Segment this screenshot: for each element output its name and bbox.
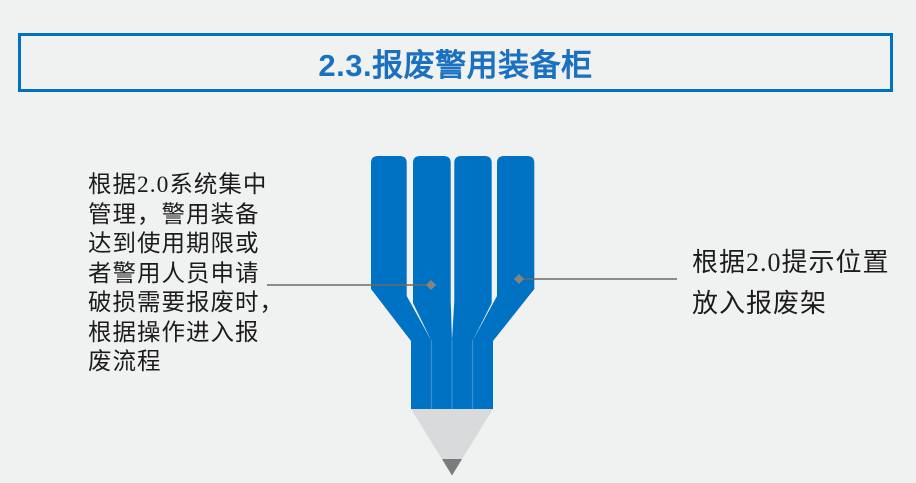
- pencil-strand-icon: [472, 156, 535, 341]
- left-note-line: 达到使用期限或: [88, 231, 260, 257]
- left-note-line: 根据2.0系统集中: [88, 172, 268, 198]
- pencil-lead-tip: [442, 459, 462, 476]
- right-callout-note: 根据2.0提示位置 放入报废架: [692, 242, 890, 324]
- right-note-line: 根据2.0提示位置: [692, 248, 890, 277]
- pencil-strand-icon: [371, 156, 432, 341]
- pencil-tip-cone: [411, 409, 493, 476]
- pencil-strand-icon: [413, 156, 452, 341]
- title-box: 2.3.报废警用装备柜: [18, 33, 893, 92]
- left-callout-diamond-icon: [426, 280, 436, 290]
- left-note-line: 者警用人员申请: [88, 260, 260, 287]
- left-note-line: 根据操作进入报: [88, 319, 260, 346]
- left-callout-note: 根据2.0系统集中 管理，警用装备 达到使用期限或 者警用人员申请 破损需要报废…: [88, 171, 284, 378]
- pencil-strand-icon: [452, 156, 492, 341]
- left-note-line: 废流程: [88, 349, 162, 375]
- slide-title: 2.3.报废警用装备柜: [318, 48, 593, 83]
- left-note-line: 管理，警用装备: [88, 201, 260, 228]
- right-callout-diamond-icon: [514, 274, 524, 284]
- right-note-line: 放入报废架: [692, 289, 828, 318]
- left-note-line: 破损需要报废时，: [88, 290, 284, 316]
